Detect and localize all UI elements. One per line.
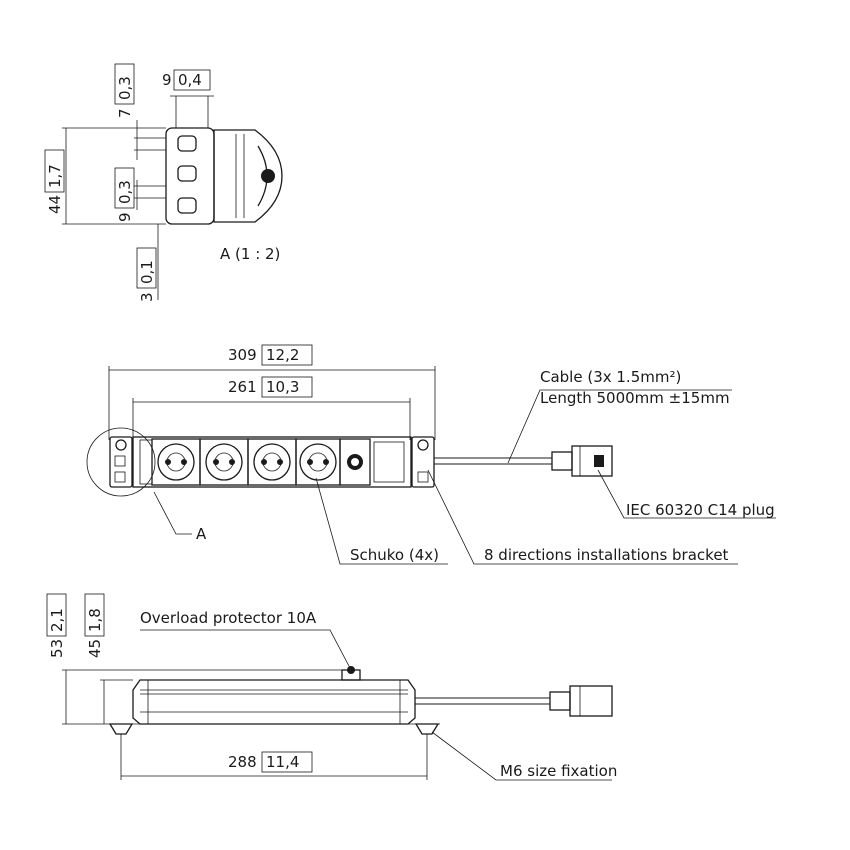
overall-length-inch: 12,2 xyxy=(266,346,299,364)
body-height-mm: 45 xyxy=(86,639,104,658)
detail-bottom-inch: 0,1 xyxy=(138,260,156,284)
detail-top-offset-inch: 0,3 xyxy=(116,76,134,100)
schuko-label: Schuko (4x) xyxy=(350,546,439,564)
overall-length-mm: 309 xyxy=(228,346,257,364)
schuko-socket xyxy=(247,438,297,486)
schuko-socket xyxy=(151,438,201,486)
detail-pitch-inch: 0,3 xyxy=(116,180,134,204)
fixation-spacing-inch: 11,4 xyxy=(266,753,299,771)
cable-label-line1: Cable (3x 1.5mm²) xyxy=(540,368,681,386)
cable-label-line2: Length 5000mm ±15mm xyxy=(540,389,730,407)
detail-top-offset-mm: 7 xyxy=(116,108,134,118)
bracket-label: 8 directions installations bracket xyxy=(484,546,729,564)
detail-top-width-inch: 0,4 xyxy=(178,71,202,89)
plug-label: IEC 60320 C14 plug xyxy=(626,501,775,519)
detail-a-reference: A xyxy=(196,525,207,543)
detail-a-view: 9 0,4 7 0,3 44 1,7 9 0,3 3 xyxy=(44,63,283,302)
detail-title: A (1 : 2) xyxy=(220,245,280,263)
top-view: 309 12,2 261 10,3 xyxy=(86,344,776,565)
side-view: Overload protector 10A 53 2,1 xyxy=(46,593,617,781)
fixation-label: M6 size fixation xyxy=(500,762,617,780)
detail-height-inch: 1,7 xyxy=(46,164,64,188)
detail-bottom-mm: 3 xyxy=(138,292,156,302)
detail-height-mm: 44 xyxy=(46,195,64,214)
overload-label: Overload protector 10A xyxy=(140,609,317,627)
fixation-spacing-mm: 288 xyxy=(228,753,257,771)
schuko-socket xyxy=(295,438,341,486)
inner-length-inch: 10,3 xyxy=(266,378,299,396)
total-height-mm: 53 xyxy=(48,639,66,658)
body-height-inch: 1,8 xyxy=(86,608,104,632)
detail-pitch-mm: 9 xyxy=(116,212,134,222)
detail-top-width-mm: 9 xyxy=(162,71,172,89)
schuko-socket xyxy=(199,438,249,486)
total-height-inch: 2,1 xyxy=(48,608,66,632)
inner-length-mm: 261 xyxy=(228,378,257,396)
